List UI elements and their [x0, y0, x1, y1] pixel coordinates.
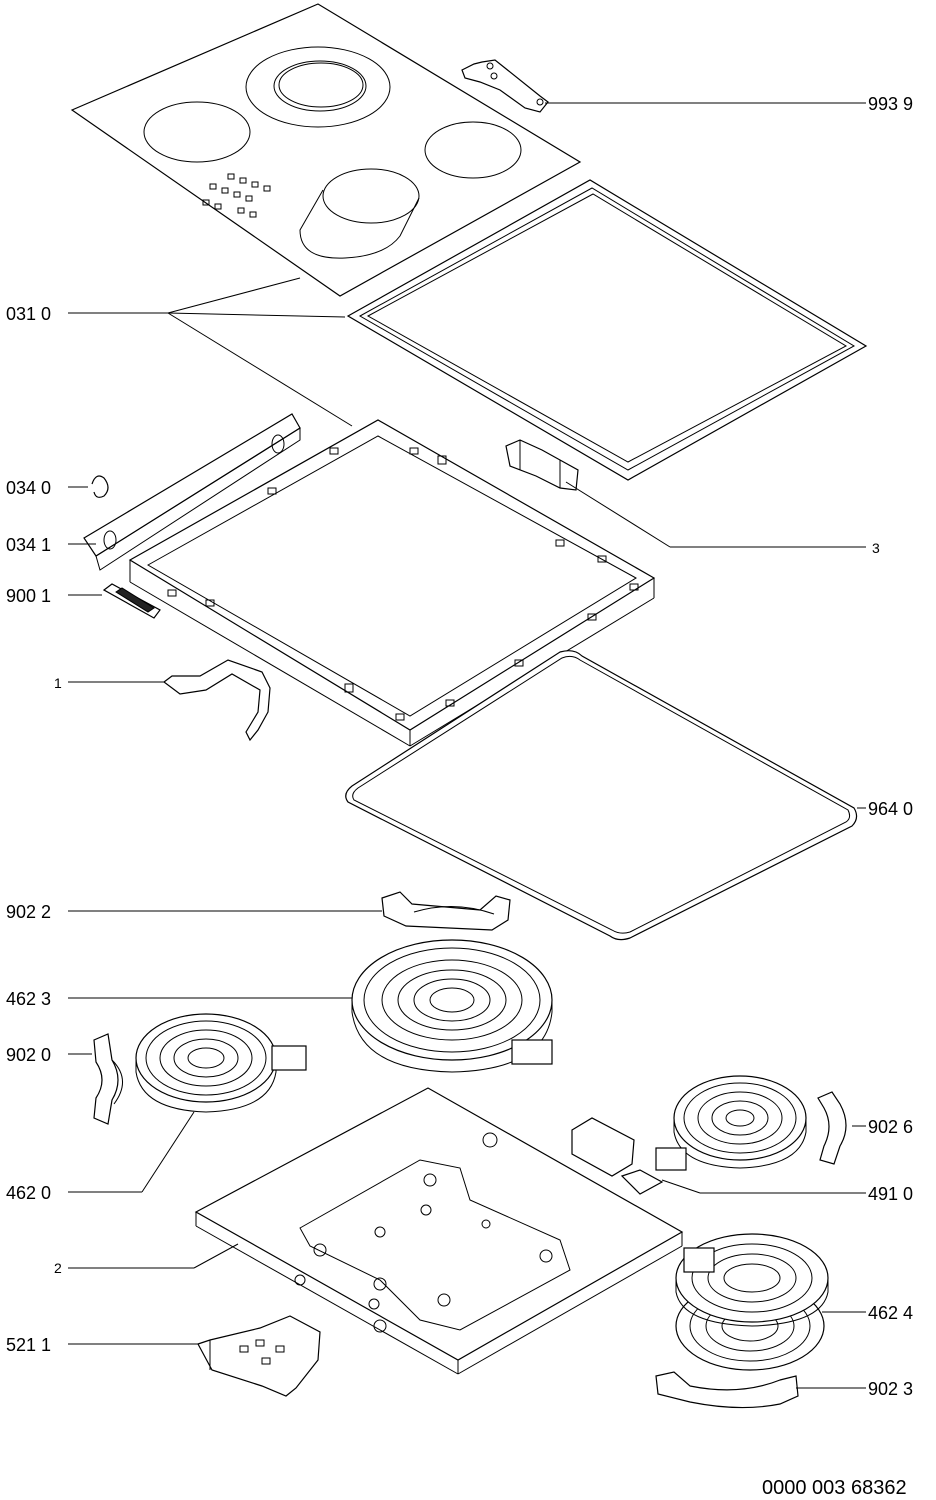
bracket-part-1 [163, 659, 271, 742]
label-462-3: 462 3 [6, 989, 51, 1009]
side-rail-034-1 [83, 413, 301, 571]
control-module-521-1 [197, 1315, 321, 1397]
bracket-part-902-0 [93, 1033, 123, 1125]
label-902-6: 902 6 [868, 1117, 913, 1137]
top-frame-seal [346, 179, 868, 481]
label-1: 1 [54, 675, 62, 691]
bracket-part-902-3 [655, 1371, 799, 1409]
label-462-4: 462 4 [868, 1303, 913, 1323]
label-900-1: 900 1 [6, 586, 51, 606]
connector-part-900-1 [102, 583, 161, 619]
label-031-0: 031 0 [6, 304, 51, 324]
switch-module-491-0 [571, 1117, 664, 1195]
label-2: 2 [54, 1260, 62, 1276]
diagram-code: 0000 003 68362 [762, 1477, 907, 1499]
label-993-9: 993 9 [868, 94, 913, 114]
label-491-0: 491 0 [868, 1184, 913, 1204]
label-034-1: 034 1 [6, 535, 51, 555]
label-902-2: 902 2 [6, 902, 51, 922]
label-521-1: 521 1 [6, 1335, 51, 1355]
label-034-0: 034 0 [6, 478, 51, 498]
label-964-0: 964 0 [868, 799, 913, 819]
label-3: 3 [872, 540, 880, 556]
heater-ring-462-4 [675, 1233, 829, 1371]
label-462-0: 462 0 [6, 1183, 51, 1203]
seal-gasket-964-0 [345, 650, 858, 941]
ceramic-glass-top [70, 3, 582, 297]
leader-lines [68, 102, 866, 1389]
base-plate-2 [194, 1087, 684, 1375]
heater-ring-462-3 [351, 939, 553, 1073]
bracket-part-993-9 [461, 59, 549, 113]
heater-ring-462-0 [135, 1013, 307, 1113]
label-902-0: 902 0 [6, 1045, 51, 1065]
part-labels: 993 9 031 0 034 0 034 1 900 1 1 3 964 0 … [6, 94, 913, 1399]
chassis-frame [128, 419, 656, 747]
label-902-3: 902 3 [868, 1379, 913, 1399]
clip-034-0 [91, 475, 109, 498]
bracket-part-3 [505, 439, 579, 491]
bracket-part-902-2 [381, 891, 511, 931]
heater-ring-902-6 [655, 1075, 847, 1171]
